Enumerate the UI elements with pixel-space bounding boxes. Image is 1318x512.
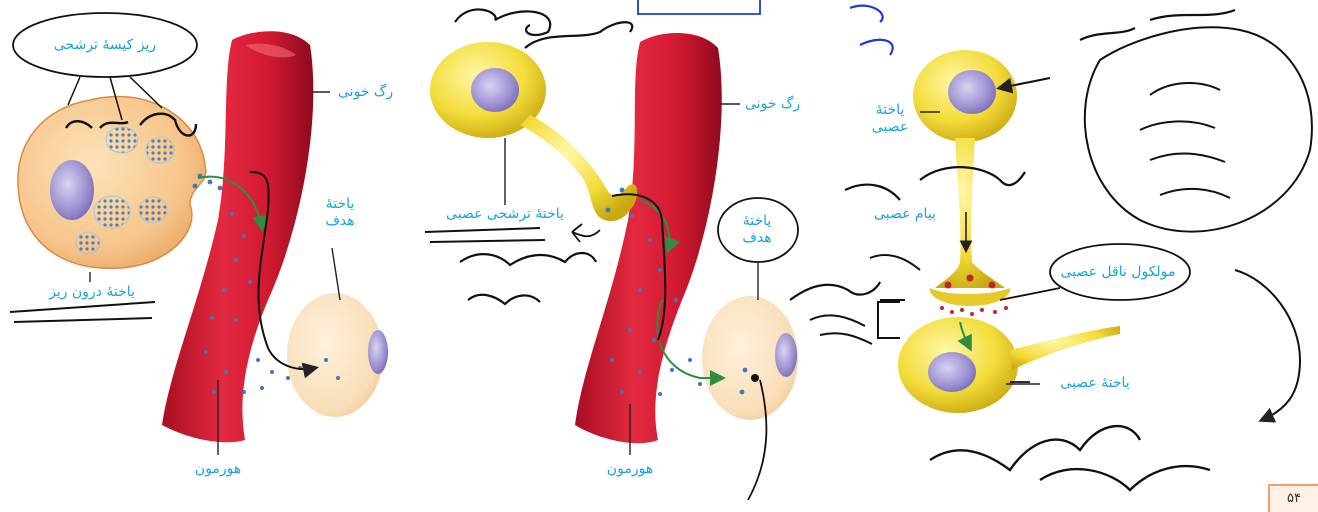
nerve-cell-bottom-dendrite <box>1010 326 1120 370</box>
hand-blue-script <box>850 6 893 55</box>
endocrine-cell-nucleus <box>50 160 94 220</box>
blood-vessel-2 <box>575 33 722 443</box>
panel-neuroendocrine <box>425 0 893 500</box>
label-neurosecretory-cell: یاختهٔ ترشحی عصبی <box>446 205 564 223</box>
label-target-cell-1: یاختهٔ هدف <box>325 196 354 230</box>
hand-scribble-3e <box>870 255 920 300</box>
hand-scribble-3d <box>845 185 900 200</box>
vesicle-5 <box>76 232 100 254</box>
panel-nervous <box>810 10 1312 490</box>
label-neurotransmitter: مولکول ناقل عصبی <box>1061 263 1176 281</box>
hand-scribble-3g <box>930 426 1140 470</box>
hand-scribble-2b <box>460 253 596 265</box>
label-nerve-cell-top: یاختهٔ عصبی <box>872 102 908 136</box>
hand-scribble-2c <box>468 295 540 304</box>
target-cell-2-nucleus <box>775 333 797 377</box>
hand-scribble-top <box>455 9 550 35</box>
nerve-terminal <box>930 288 1010 306</box>
vesicle-3 <box>94 196 130 228</box>
nerve-cell-top-nucleus <box>948 70 996 114</box>
target-cell-1-nucleus <box>368 330 388 374</box>
hand-scribble-2d <box>572 224 600 242</box>
vesicle-4 <box>139 197 167 223</box>
label-nerve-cell-bottom: یاختهٔ عصبی <box>1060 374 1129 392</box>
label-target-cell-2: یاختهٔ هدف <box>742 213 771 247</box>
label-hormone-2: هورمون <box>607 460 653 478</box>
hand-underline-2 <box>425 228 545 242</box>
hand-bracket <box>878 302 900 338</box>
label-endocrine-cell: یاختهٔ درون ریز <box>49 283 135 301</box>
label-nerve-message: پیام عصبی <box>874 205 936 223</box>
vesicle-1 <box>106 127 138 153</box>
vesicle-2 <box>146 137 174 163</box>
nerve-cell-bottom-nucleus <box>928 352 976 392</box>
hand-box-top <box>638 0 760 14</box>
hand-big-loop <box>1085 27 1312 231</box>
hand-scribble-2e <box>790 282 880 300</box>
hand-underline-1 <box>10 302 155 322</box>
neurosecretory-cell-nucleus <box>471 68 519 112</box>
page-number: ۵۴ <box>1268 484 1318 512</box>
label-hormone-1: هورمون <box>195 460 241 478</box>
hand-scribble-3f <box>810 315 872 344</box>
hand-scribble-3b <box>1140 83 1230 198</box>
nerve-axon <box>935 138 1005 288</box>
label-blood-vessel-1: رگ خونی <box>338 83 393 101</box>
hand-dot-2 <box>751 374 759 382</box>
hand-long-arrow <box>1235 270 1300 420</box>
label-vesicle: ریز کیسهٔ ترشحی <box>54 36 156 54</box>
label-blood-vessel-2: رگ خونی <box>745 95 800 113</box>
hand-scribble-3h <box>1040 466 1210 490</box>
